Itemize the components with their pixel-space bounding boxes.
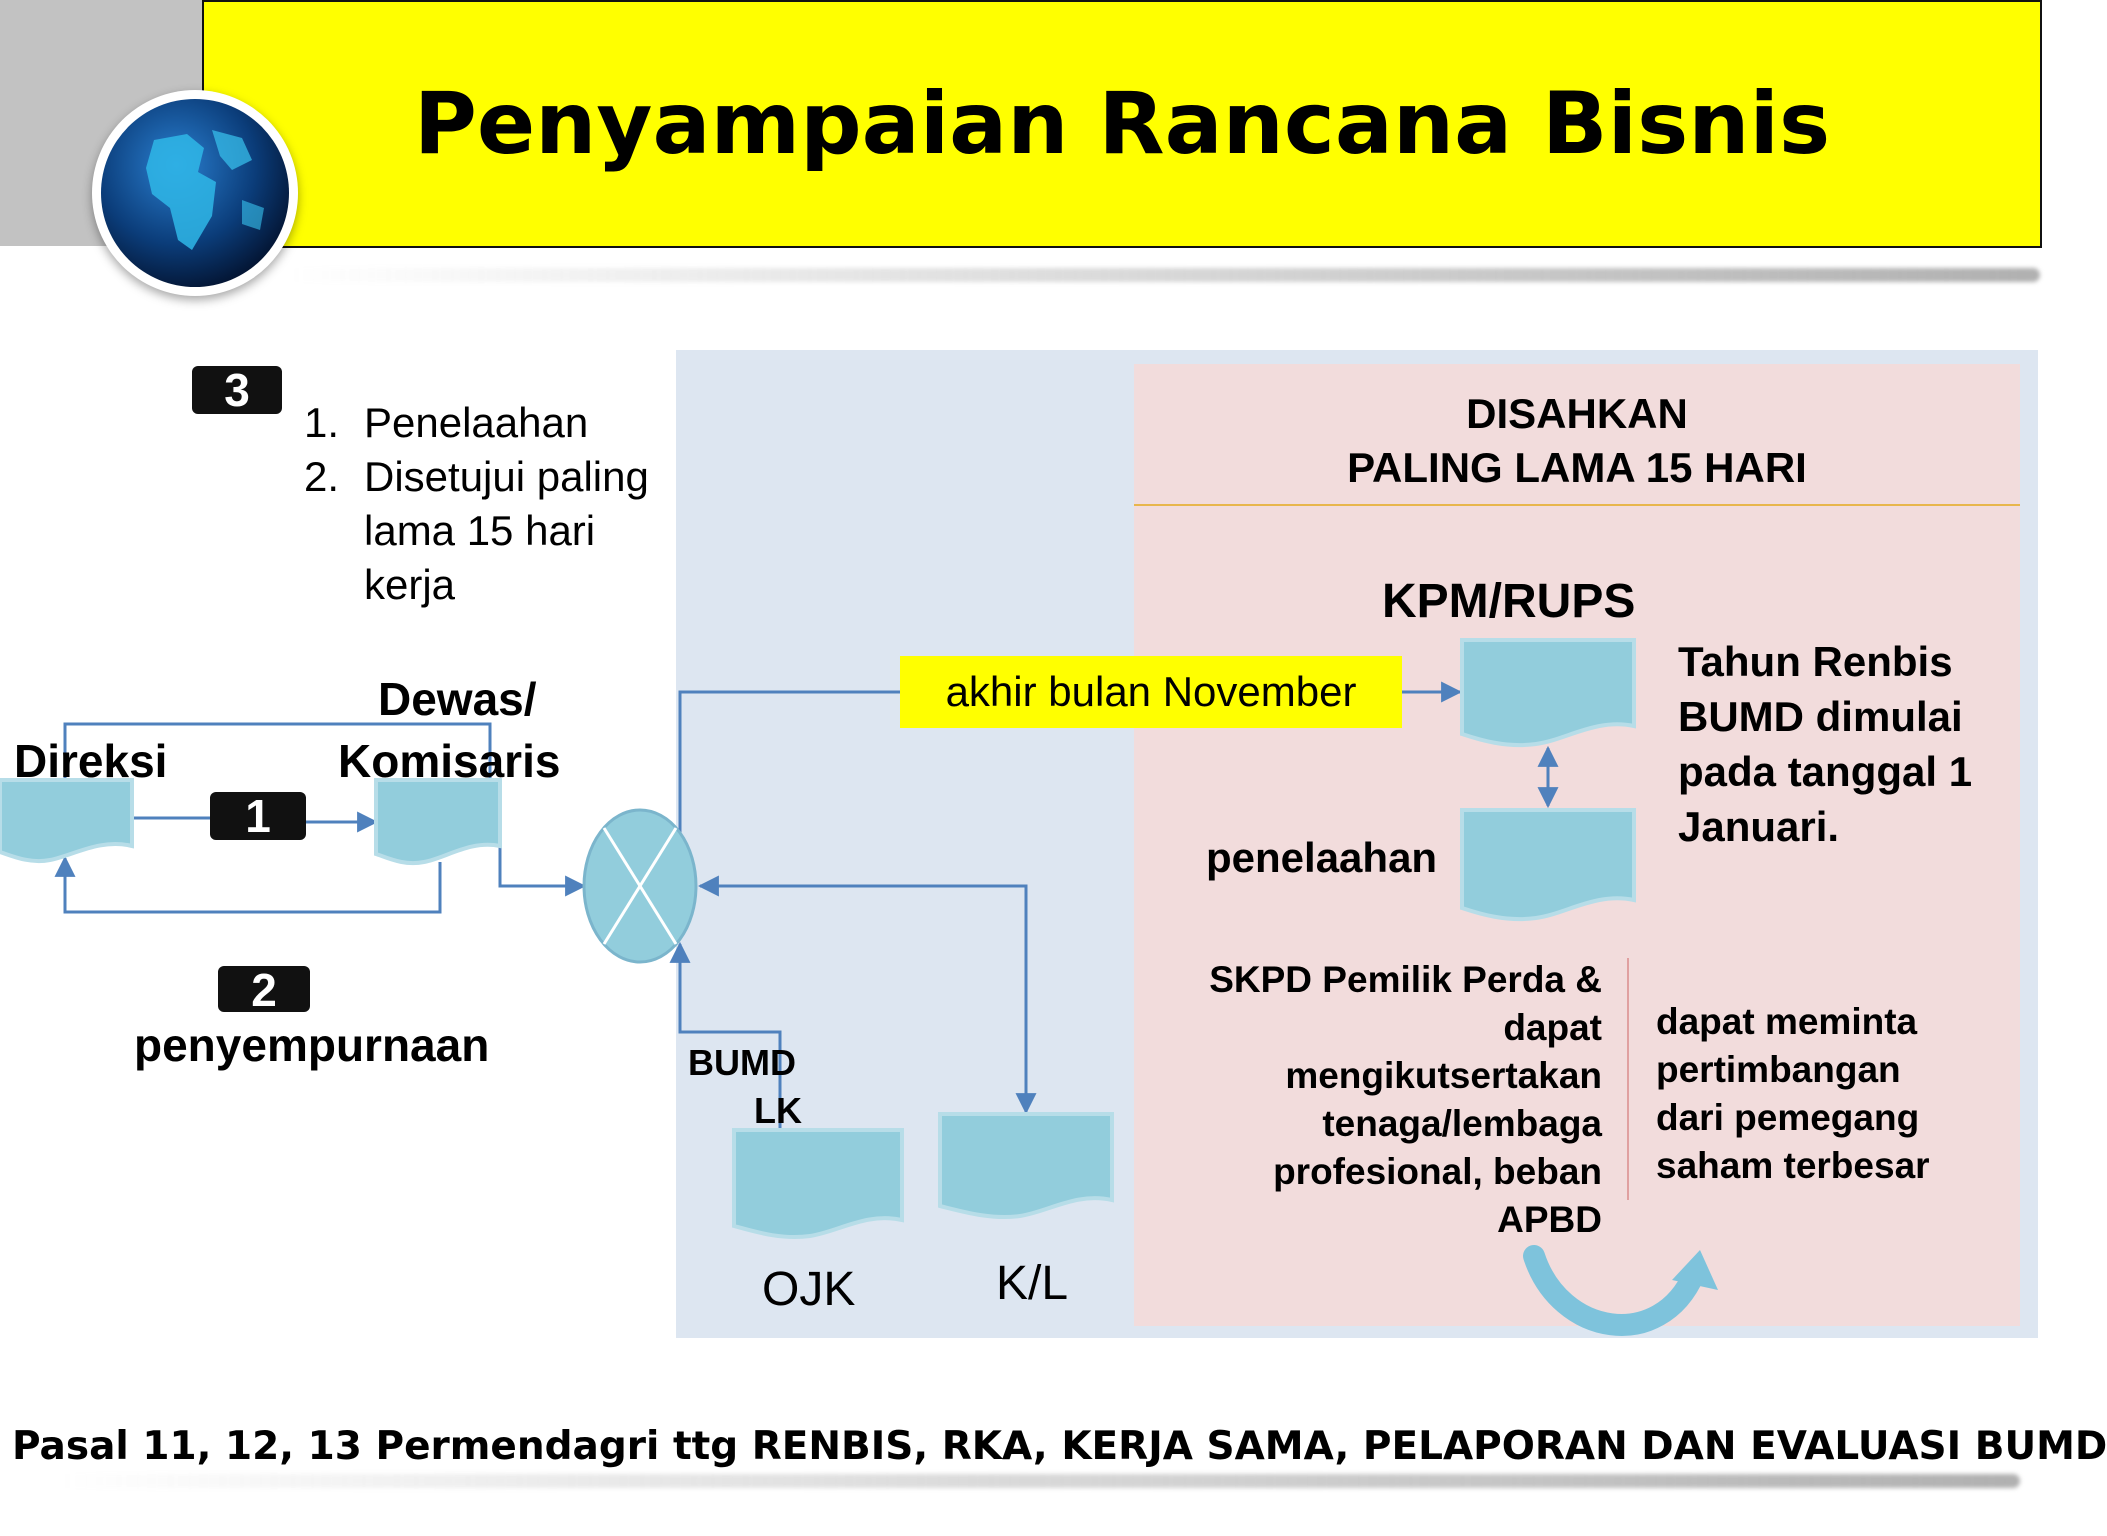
consult-line-4: saham terbesar bbox=[1656, 1145, 1930, 1186]
arrow-dewas-to-hub bbox=[498, 846, 587, 897]
skpd-line-2: dapat bbox=[1503, 1007, 1602, 1048]
approval-heading-line2: PALING LAMA 15 HARI bbox=[1347, 444, 1807, 491]
arrow-penyempurnaan-loop bbox=[54, 855, 442, 914]
direksi-doc bbox=[0, 778, 134, 863]
step-2-badge: 2 bbox=[218, 966, 310, 1014]
step-1-badge: 1 bbox=[210, 792, 306, 840]
step3-item-2-text: Disetujui paling bbox=[364, 453, 649, 500]
step3-item-1-text: Penelaahan bbox=[364, 399, 589, 446]
ojk-label: OJK bbox=[762, 1263, 856, 1316]
skpd-line-5: profesional, beban bbox=[1273, 1151, 1602, 1192]
globe-icon bbox=[92, 90, 298, 296]
kpm-rups-label: KPM/RUPS bbox=[1382, 575, 1636, 628]
renbis-note-2: BUMD dimulai bbox=[1678, 693, 1963, 740]
arrow-ojk-to-hub bbox=[669, 941, 782, 1130]
footer-shadow bbox=[60, 1474, 2020, 1488]
curved-arrow-icon bbox=[1523, 1245, 1718, 1336]
step3-item-2-text-3: kerja bbox=[364, 561, 456, 608]
approval-heading-line1: DISAHKAN bbox=[1466, 390, 1688, 437]
consult-line-2: pertimbangan bbox=[1656, 1049, 1901, 1090]
renbis-note-4: Januari. bbox=[1678, 803, 1840, 850]
skpd-line-3: mengikutsertakan bbox=[1285, 1055, 1602, 1096]
consult-line-3: dari pemegang bbox=[1656, 1097, 1920, 1138]
kpm-doc bbox=[1460, 638, 1636, 748]
penelaahan-doc bbox=[1460, 808, 1636, 922]
step3-item-2-number: 2. bbox=[304, 453, 340, 500]
penyempurnaan-label: penyempurnaan bbox=[134, 1019, 490, 1071]
skpd-line-6: APBD bbox=[1497, 1199, 1602, 1240]
approval-heading-divider bbox=[1134, 504, 2020, 506]
kl-label: K/L bbox=[996, 1257, 1069, 1310]
skpd-line-4: tenaga/lembaga bbox=[1322, 1103, 1602, 1144]
step3-item-1-number: 1. bbox=[304, 399, 340, 446]
deadline-label: akhir bulan November bbox=[900, 656, 1402, 728]
top-loop-line bbox=[63, 722, 492, 782]
bumd-label: BUMD bbox=[688, 1042, 796, 1083]
lk-label: LK bbox=[754, 1090, 802, 1131]
consult-line-1: dapat meminta bbox=[1656, 1001, 1918, 1042]
renbis-note-3: pada tanggal 1 bbox=[1678, 748, 1973, 795]
title-bar bbox=[202, 0, 2042, 248]
penelaahan-label: penelaahan bbox=[1206, 834, 1438, 881]
dewas-doc bbox=[374, 778, 502, 865]
arrow-kl-to-hub bbox=[697, 875, 1028, 1108]
step-3-badge: 3 bbox=[192, 366, 282, 414]
line-hub-to-deadline bbox=[678, 690, 900, 848]
direksi-label: Direksi bbox=[14, 735, 168, 787]
step3-item-2-text-2: lama 15 hari bbox=[364, 507, 596, 554]
dewas-label: Dewas/ bbox=[378, 673, 537, 725]
footer-reference: Pasal 11, 12, 13 Permendagri ttg RENBIS,… bbox=[12, 1424, 2107, 1469]
summing-junction-icon bbox=[582, 808, 698, 964]
slide-title: Penyampaian Rancana Bisnis bbox=[413, 74, 1831, 174]
kl-doc bbox=[938, 1112, 1114, 1220]
ojk-doc bbox=[732, 1128, 904, 1240]
renbis-note-1: Tahun Renbis bbox=[1678, 638, 1953, 685]
title-shadow bbox=[290, 268, 2040, 282]
komisaris-label: Komisaris bbox=[338, 735, 561, 787]
flow-diagram bbox=[0, 638, 1718, 1336]
skpd-line-1: SKPD Pemilik Perda & bbox=[1209, 959, 1602, 1000]
